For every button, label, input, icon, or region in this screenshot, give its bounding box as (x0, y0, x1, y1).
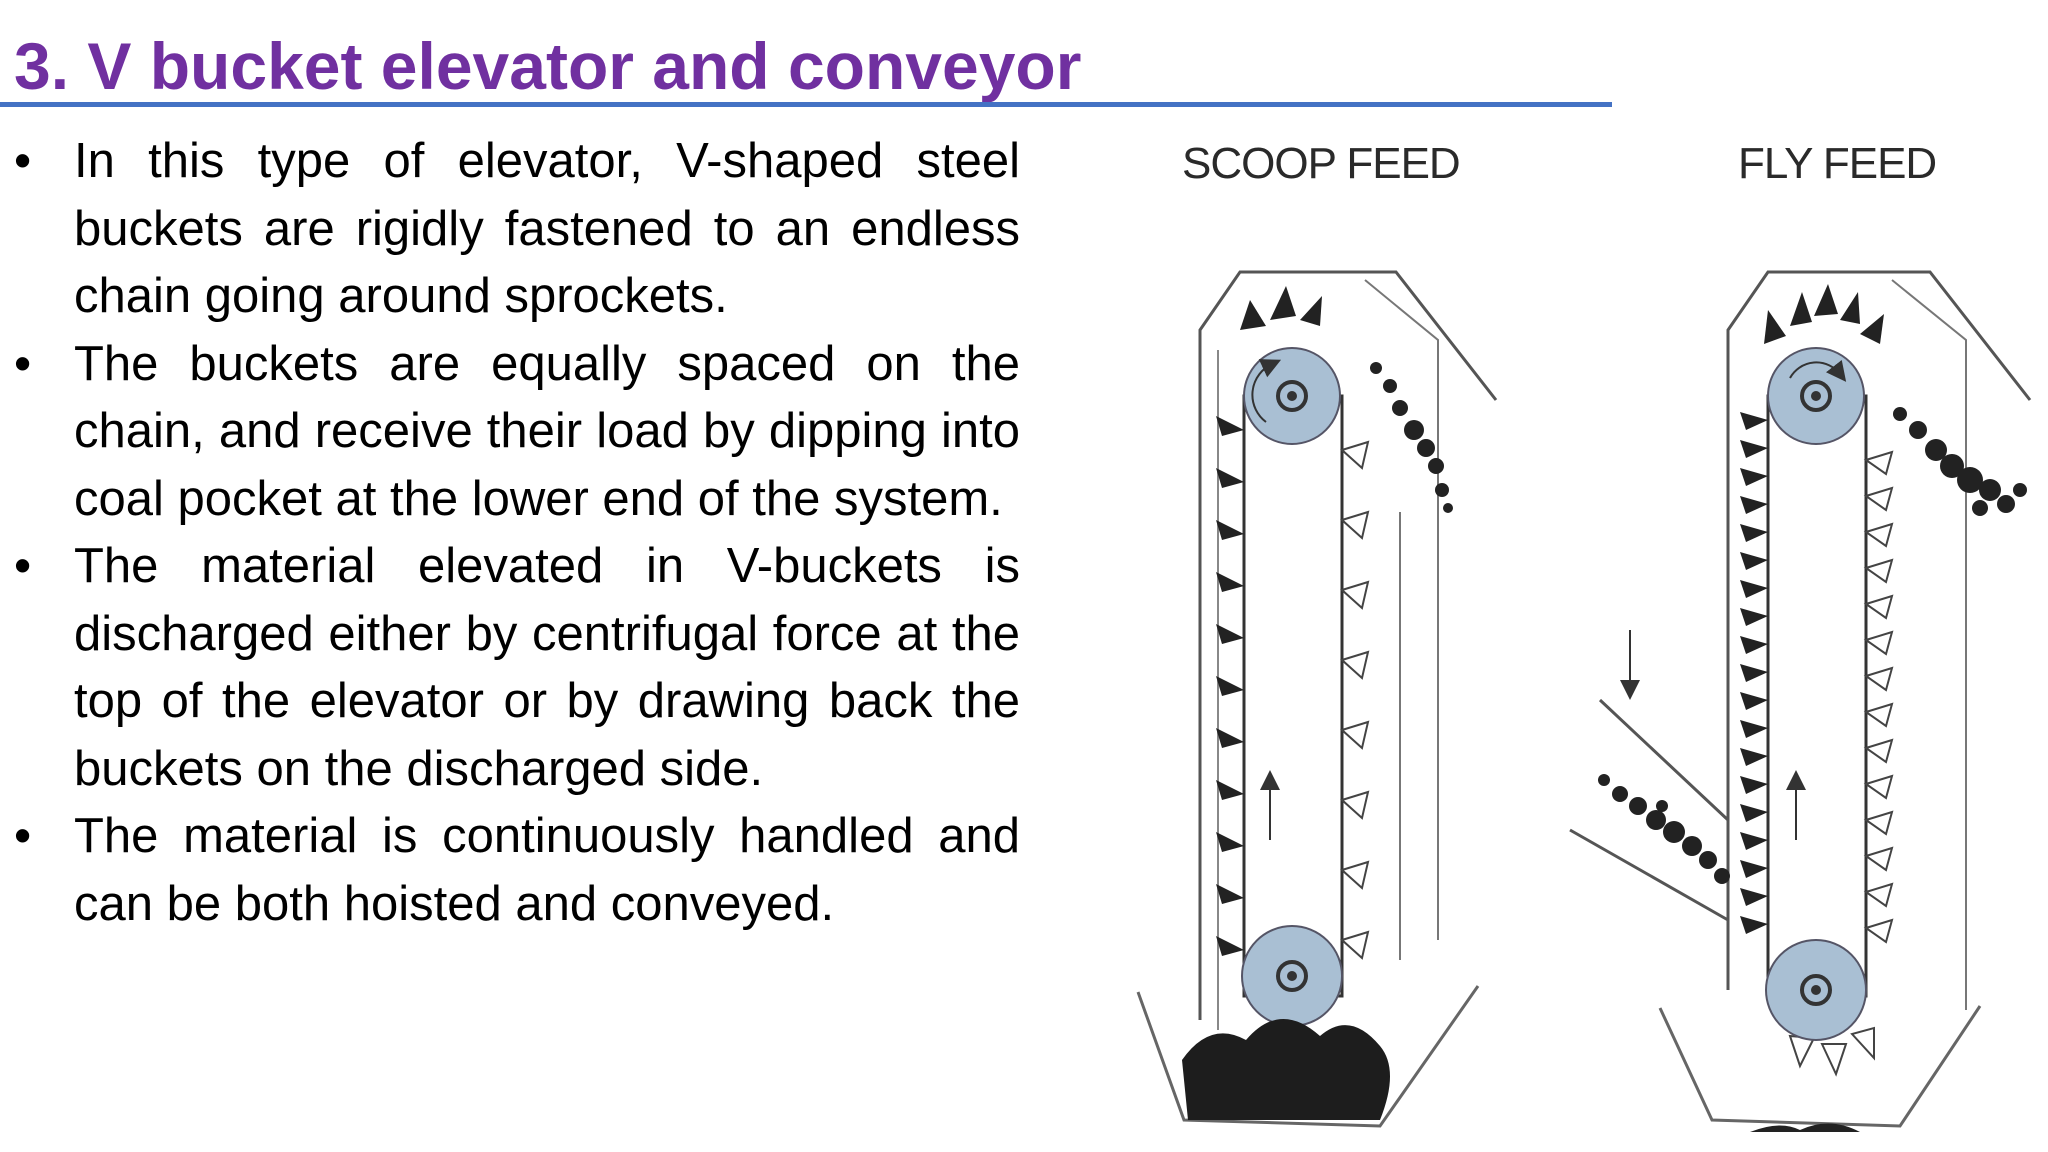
rotation-arrow-icon (1251, 359, 1282, 423)
bullet-item: • The buckets are equally spaced on the c… (14, 331, 1020, 534)
bucket-elevator-figure: SCOOP FEED (1100, 130, 2048, 1152)
scoop-feed-label: SCOOP FEED (1182, 139, 1460, 188)
bullet-text: The buckets are equally spaced on the ch… (74, 336, 1020, 526)
scoop-boot (1136, 985, 1480, 1128)
bullet-list: • In this type of elevator, V-shaped stee… (14, 128, 1020, 938)
fly-casing-top (1726, 270, 2032, 990)
fly-feed-coal (1598, 774, 1730, 884)
fly-feed-chute-upper (1598, 698, 1730, 822)
fly-boot-coal (1750, 1123, 1860, 1132)
title-underline (0, 102, 1612, 107)
scoop-casing-inner (1364, 279, 1439, 940)
bullet-marker: • (14, 539, 32, 593)
slide-title: 3. V bucket elevator and conveyor (14, 29, 1082, 103)
scoop-discharge-coal (1370, 362, 1453, 513)
bullet-marker: • (14, 134, 32, 188)
scoop-feed-diagram (1136, 270, 1498, 1128)
bullet-text: In this type of elevator, V-shaped steel… (74, 134, 1020, 323)
scoop-chain (1242, 394, 1344, 998)
fly-feed-diagram (1569, 270, 2032, 1132)
bullet-item: • In this type of elevator, V-shaped stee… (14, 128, 1020, 331)
fly-buckets-up (1740, 284, 1884, 934)
fly-feed-chute-lower (1569, 828, 1729, 922)
fly-rotation-arrow-icon (1789, 359, 1847, 382)
elevator-diagram: SCOOP FEED (1136, 139, 2032, 1132)
bullet-marker: • (14, 809, 32, 863)
fly-chain (1766, 394, 1868, 998)
fly-buckets-down (1788, 450, 1894, 1077)
fly-boot (1658, 1005, 1982, 1128)
bullet-item: • The material elevated in V-buckets is d… (14, 533, 1020, 803)
fly-feed-label: FLY FEED (1738, 139, 1936, 188)
fly-discharge-coal (1893, 407, 2027, 516)
bullet-text: The material is continuously handled and… (74, 809, 1020, 931)
fly-casing-inner (1891, 279, 1967, 1010)
scoop-buckets-up (1216, 286, 1322, 956)
bullet-marker: • (14, 336, 32, 391)
scoop-casing-top (1198, 270, 1498, 1020)
bullet-text: The material elevated in V-buckets is di… (74, 539, 1020, 796)
scoop-coal-pile (1182, 1018, 1390, 1120)
bullet-item: • The material is continuously handled an… (14, 803, 1020, 938)
scoop-buckets-down (1340, 440, 1370, 960)
